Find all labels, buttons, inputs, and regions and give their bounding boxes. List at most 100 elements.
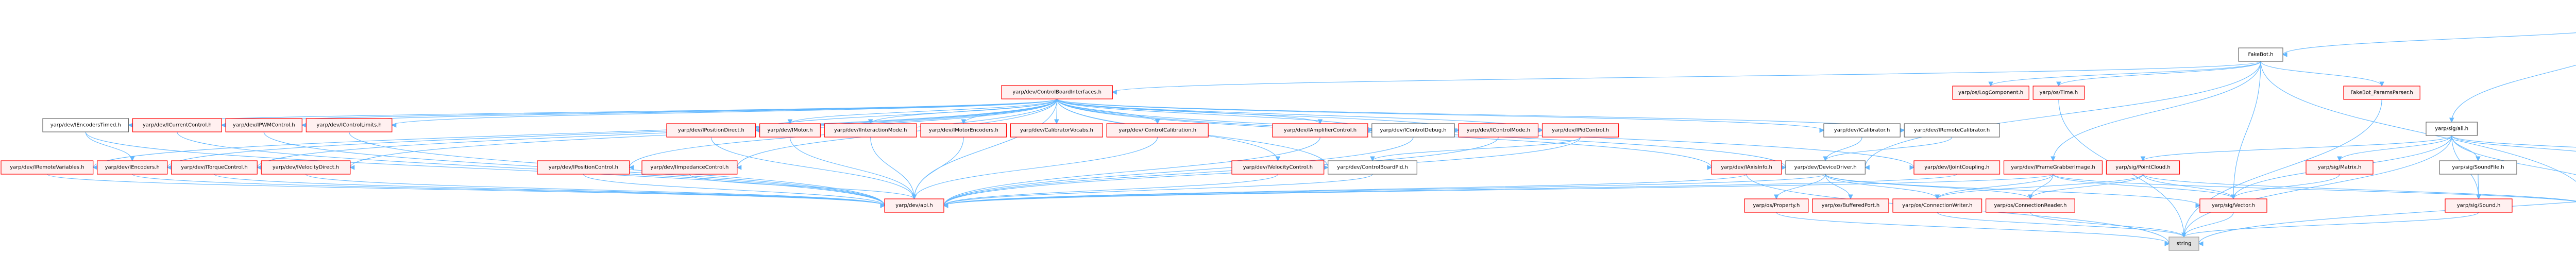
node-box: [1, 160, 94, 175]
dependency-edge: [943, 174, 1373, 206]
node-box: [1986, 198, 2075, 213]
arrowhead: [1155, 119, 1160, 125]
graph-node-connwriter[interactable]: yarp/os/ConnectionWriter.h: [1892, 198, 1982, 213]
arrowhead: [391, 123, 397, 128]
graph-node-iinteractionmode[interactable]: yarp/dev/IInteractionMode.h: [824, 123, 917, 138]
dependency-edge: [943, 137, 1320, 206]
graph-node-bufferedport[interactable]: yarp/os/BufferedPort.h: [1812, 198, 1889, 213]
node-label: yarp/dev/IFrameGrabberImage.h: [2011, 165, 2095, 171]
dependency-edge: [1825, 174, 2031, 199]
dependency-edge: [2183, 212, 2479, 238]
dependency-edge: [46, 174, 885, 206]
graph-node-imotor[interactable]: yarp/dev/IMotor.h: [759, 123, 821, 138]
graph-node-ipositioncontrol[interactable]: yarp/dev/IPositionControl.h: [537, 160, 630, 175]
node-box: [1711, 160, 1782, 175]
graph-node-devicedriver[interactable]: yarp/dev/DeviceDriver.h: [1785, 160, 1866, 175]
graph-node-ipwmcontrol[interactable]: yarp/dev/IPWMControl.h: [225, 118, 302, 132]
dependency-edge: [2053, 174, 2234, 199]
graph-node-iremotevariables[interactable]: yarp/dev/IRemoteVariables.h: [1, 160, 94, 175]
graph-node-paramsparser[interactable]: FakeBot_ParamsParser.h: [2343, 86, 2420, 100]
graph-node-icontrollimits[interactable]: yarp/dev/IControlLimits.h: [306, 118, 393, 132]
graph-node-ivelocitydirect[interactable]: yarp/dev/IVelocityDirect.h: [261, 160, 351, 175]
graph-node-ivelocitycontrol[interactable]: yarp/dev/IVelocityControl.h: [1231, 160, 1325, 175]
node-label: yarp/dev/ITorqueControl.h: [181, 165, 248, 171]
arrowhead: [1819, 128, 1825, 133]
graph-node-soundfile[interactable]: yarp/sig/SoundFile.h: [2439, 160, 2517, 175]
dependency-edge: [583, 174, 885, 206]
graph-node-property[interactable]: yarp/os/Property.h: [1744, 198, 1809, 213]
graph-node-iaxisinfo[interactable]: yarp/dev/IAxisInfo.h: [1711, 160, 1782, 175]
graph-node-ijointcoupling[interactable]: yarp/dev/IJointCoupling.h: [1913, 160, 2001, 175]
node-box: [2426, 122, 2478, 136]
node-label: yarp/sig/all.h: [2435, 126, 2468, 132]
node-label: yarp/dev/IVelocityDirect.h: [273, 165, 339, 171]
graph-node-logcomp[interactable]: yarp/os/LogComponent.h: [1952, 86, 2029, 100]
node-box: [1744, 198, 1809, 213]
node-box: [1272, 123, 1368, 138]
node-box: [2032, 86, 2085, 100]
graph-node-iencoders[interactable]: yarp/dev/IEncoders.h: [97, 160, 168, 175]
graph-node-time[interactable]: yarp/os/Time.h: [2032, 86, 2085, 100]
arrowhead: [943, 203, 948, 208]
graph-node-ipidcontrol[interactable]: yarp/dev/IPidControl.h: [1541, 123, 1619, 138]
graph-node-connreader[interactable]: yarp/os/ConnectionReader.h: [1986, 198, 2075, 213]
node-label: yarp/os/ConnectionReader.h: [1994, 203, 2066, 209]
node-label: yarp/dev/IControlDebug.h: [1380, 128, 1446, 133]
dependency-edge: [214, 174, 885, 206]
graph-node-string[interactable]: string: [2168, 237, 2199, 251]
node-label: yarp/dev/IPWMControl.h: [233, 123, 295, 128]
graph-node-itorquecontrol[interactable]: yarp/dev/ITorqueControl.h: [171, 160, 258, 175]
graph-node-calibratorvocabs[interactable]: yarp/dev/CalibratorVocabs.h: [1010, 123, 1103, 138]
graph-node-iencoderstimed[interactable]: yarp/dev/IEncodersTimed.h: [42, 118, 129, 132]
node-box: [1892, 198, 1982, 213]
graph-node-iframegrabberimage[interactable]: yarp/dev/IFrameGrabberImage.h: [2003, 160, 2103, 175]
node-label: yarp/sig/Vector.h: [2212, 203, 2255, 209]
graph-node-vector[interactable]: yarp/sig/Vector.h: [2199, 198, 2267, 213]
graph-node-controlboardpid[interactable]: yarp/dev/ControlBoardPid.h: [1328, 160, 1417, 175]
dependency-edge: [913, 137, 1158, 199]
graph-node-icontroldebug[interactable]: yarp/dev/IControlDebug.h: [1371, 123, 1455, 138]
arrowhead: [2181, 232, 2187, 238]
node-label: yarp/dev/IMotor.h: [767, 128, 812, 133]
graph-node-iamplifiercontrol[interactable]: yarp/dev/IAmplifierControl.h: [1272, 123, 1368, 138]
graph-node-imotorencoders[interactable]: yarp/dev/IMotorEncoders.h: [920, 123, 1007, 138]
graph-node-pointcloud[interactable]: yarp/sig/PointCloud.h: [2106, 160, 2180, 175]
graph-node-iimpedancecontrol[interactable]: yarp/dev/IImpedanceControl.h: [641, 160, 738, 175]
graph-node-iremotecalibrator[interactable]: yarp/dev/IRemoteCalibrator.h: [1904, 123, 2000, 138]
node-box: [920, 123, 1007, 138]
node-label: yarp/os/BufferedPort.h: [1822, 203, 1880, 209]
graph-node-sigall[interactable]: yarp/sig/all.h: [2426, 122, 2478, 136]
dependency-edge: [1776, 174, 1826, 199]
graph-node-ipositiondirect[interactable]: yarp/dev/IPositionDirect.h: [666, 123, 756, 138]
graph-node-api[interactable]: yarp/dev/api.h: [884, 198, 944, 213]
node-label: FakeBot.h: [2248, 52, 2274, 58]
node-box: [759, 123, 821, 138]
node-box: [171, 160, 258, 175]
node-box: [306, 118, 393, 132]
graph-node-icontrolcalibration[interactable]: yarp/dev/IControlCalibration.h: [1106, 123, 1209, 138]
graph-node-icontrolmode[interactable]: yarp/dev/IControlMode.h: [1458, 123, 1539, 138]
dependency-edge: [1990, 61, 2261, 87]
graph-node-matrix[interactable]: yarp/sig/Matrix.h: [2306, 160, 2374, 175]
dependency-edge: [2451, 135, 2479, 161]
graph-node-cbi[interactable]: yarp/dev/ControlBoardInterfaces.h: [1001, 85, 1113, 99]
dependency-edge: [1865, 61, 2261, 168]
node-label: yarp/dev/IAxisInfo.h: [1721, 165, 1772, 171]
graph-node-fakebot-h[interactable]: FakeBot.h: [2238, 47, 2283, 62]
graph-node-icalibrator[interactable]: yarp/dev/ICalibrator.h: [1823, 123, 1901, 138]
dependency-edge: [2260, 61, 2382, 87]
node-box: [1001, 85, 1113, 99]
graph-node-sound[interactable]: yarp/sig/Sound.h: [2445, 198, 2513, 213]
node-box: [261, 160, 351, 175]
arrowhead: [128, 123, 133, 128]
node-label: yarp/os/LogComponent.h: [1958, 90, 2023, 96]
node-label: yarp/os/ConnectionWriter.h: [1902, 203, 1972, 209]
dependency-edge: [1776, 212, 2170, 244]
node-label: yarp/dev/ICurrentControl.h: [143, 123, 212, 128]
dependency-edge: [1937, 174, 2143, 199]
graph-node-icurrentcontrol[interactable]: yarp/dev/ICurrentControl.h: [132, 118, 222, 132]
arrowhead: [629, 165, 634, 170]
node-box: [1231, 160, 1325, 175]
dependency-edge: [943, 174, 1826, 206]
